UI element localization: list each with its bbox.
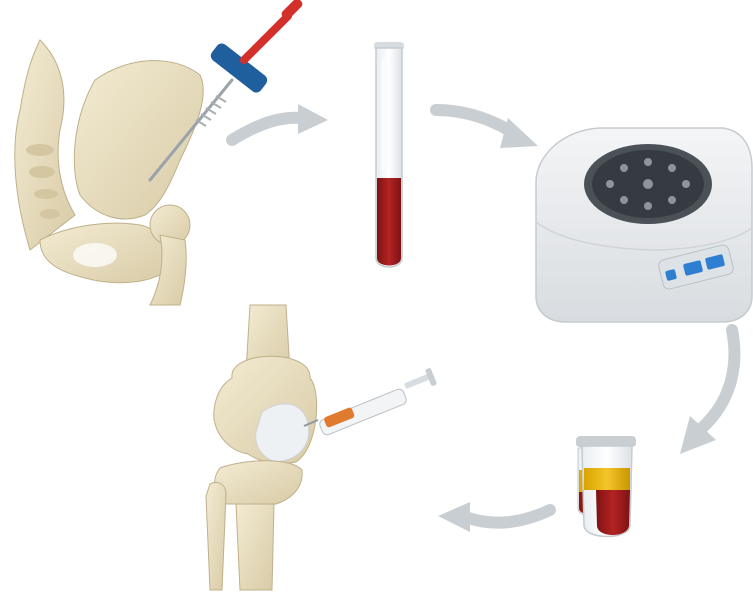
flow-arrow-centrifuge-to-sample [680,330,734,454]
flow-arrow-sample-to-knee [438,502,550,532]
flow-arrow-pelvis-to-tube [232,104,328,140]
knee-joint-injection-icon [206,305,437,590]
separated-sample-tube-icon [576,436,636,537]
flow-arrow-tube-to-centrifuge [436,110,538,148]
centrifuge-icon [536,128,752,322]
injection-syringe-icon [304,368,437,437]
blood-test-tube-icon [374,42,404,267]
pelvis-aspiration-needle-icon [15,0,304,305]
